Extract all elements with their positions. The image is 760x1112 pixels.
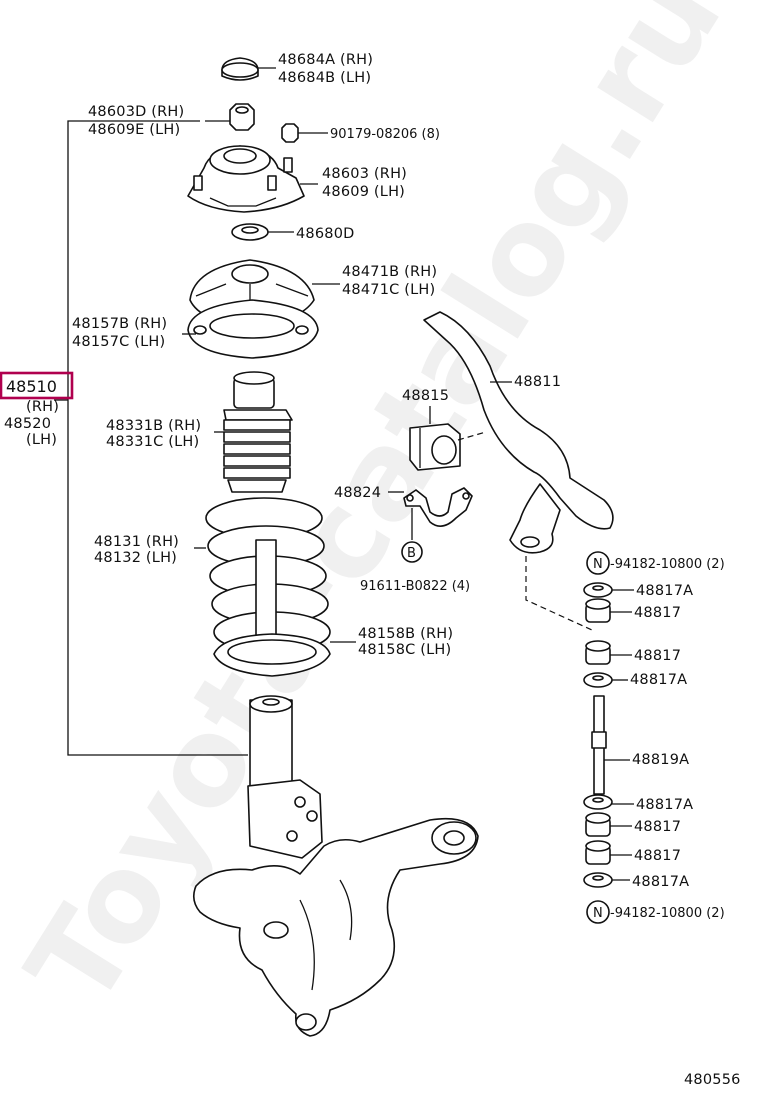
label-91611[interactable]: 91611-B0822 (4) — [360, 579, 470, 594]
strut-nut-part[interactable] — [229, 103, 255, 131]
label-48817-4[interactable]: 48817 — [634, 848, 681, 864]
label-48603d[interactable]: 48603D (RH) — [88, 104, 184, 120]
label-90179[interactable]: 90179-08206 (8) — [330, 127, 440, 142]
label-n-circle-bottom: N — [593, 906, 603, 921]
b-circle-icon — [401, 541, 423, 563]
label-48603[interactable]: 48603 (RH) — [322, 166, 407, 182]
label-48157c[interactable]: 48157C (LH) — [72, 334, 165, 350]
label-48158b[interactable]: 48158B (RH) — [358, 626, 453, 642]
label-48158c[interactable]: 48158C (LH) — [358, 642, 451, 658]
label-48331b[interactable]: 48331B (RH) — [106, 418, 201, 434]
label-48817a-2[interactable]: 48817A — [630, 672, 687, 688]
mount-nut-part[interactable] — [281, 123, 299, 143]
label-48811[interactable]: 48811 — [514, 374, 561, 390]
label-48510-rh: (RH) — [26, 399, 59, 415]
label-48520-lh: (LH) — [26, 432, 57, 448]
link-leader-lines — [604, 589, 634, 881]
stabilizer-bar-part[interactable] — [423, 311, 614, 554]
strut-assembly-bracket — [54, 120, 248, 756]
label-94182-bottom[interactable]: -94182-10800 (2) — [610, 906, 725, 921]
label-48819a[interactable]: 48819A — [632, 752, 689, 768]
suspension-support-part[interactable] — [187, 145, 305, 213]
stabilizer-bracket-part[interactable] — [403, 487, 473, 527]
shock-absorber-part[interactable] — [247, 695, 323, 859]
label-48817-3[interactable]: 48817 — [634, 819, 681, 835]
label-48817a-4[interactable]: 48817A — [632, 874, 689, 890]
n-circle-icon-top — [586, 551, 610, 575]
stabilizer-link-assembly[interactable] — [583, 582, 613, 888]
label-48684b[interactable]: 48684B (LH) — [278, 70, 371, 86]
label-48331c[interactable]: 48331C (LH) — [106, 434, 199, 450]
label-48684a[interactable]: 48684A (RH) — [278, 52, 373, 68]
label-48817a-3[interactable]: 48817A — [636, 797, 693, 813]
diagram-id: 480556 — [684, 1072, 741, 1088]
label-48520[interactable]: 48520 — [4, 416, 51, 432]
stabilizer-bushing-part[interactable] — [409, 423, 461, 471]
dust-cap-part[interactable] — [221, 57, 259, 81]
label-48157b[interactable]: 48157B (RH) — [72, 316, 167, 332]
spring-insulator-part[interactable] — [187, 299, 319, 359]
steering-knuckle-part[interactable] — [192, 817, 479, 1037]
lower-insulator-part[interactable] — [213, 633, 331, 677]
part-labels: 48684A (RH) 48684B (LH) 48603D (RH) 4860… — [0, 52, 741, 1088]
label-48815[interactable]: 48815 — [402, 388, 449, 404]
label-48817a-1[interactable]: 48817A — [636, 583, 693, 599]
label-48609[interactable]: 48609 (LH) — [322, 184, 405, 200]
label-48510[interactable]: 48510 — [6, 377, 57, 396]
spring-bumper-part[interactable] — [223, 371, 293, 493]
label-48132[interactable]: 48132 (LH) — [94, 550, 177, 566]
label-48131[interactable]: 48131 (RH) — [94, 534, 179, 550]
label-48824[interactable]: 48824 — [334, 485, 381, 501]
label-48510-highlight — [0, 371, 74, 400]
label-48680d[interactable]: 48680D — [296, 226, 355, 242]
label-48609e[interactable]: 48609E (LH) — [88, 122, 180, 138]
strut-bearing-part[interactable] — [231, 223, 269, 241]
label-48817-1[interactable]: 48817 — [634, 605, 681, 621]
label-48817-2[interactable]: 48817 — [634, 648, 681, 664]
label-48471b[interactable]: 48471B (RH) — [342, 264, 437, 280]
label-48471c[interactable]: 48471C (LH) — [342, 282, 435, 298]
label-94182-top[interactable]: -94182-10800 (2) — [610, 557, 725, 572]
label-b-circle: B — [407, 546, 416, 561]
n-circle-icon-bottom — [586, 900, 610, 924]
label-n-circle-top: N — [593, 557, 603, 572]
